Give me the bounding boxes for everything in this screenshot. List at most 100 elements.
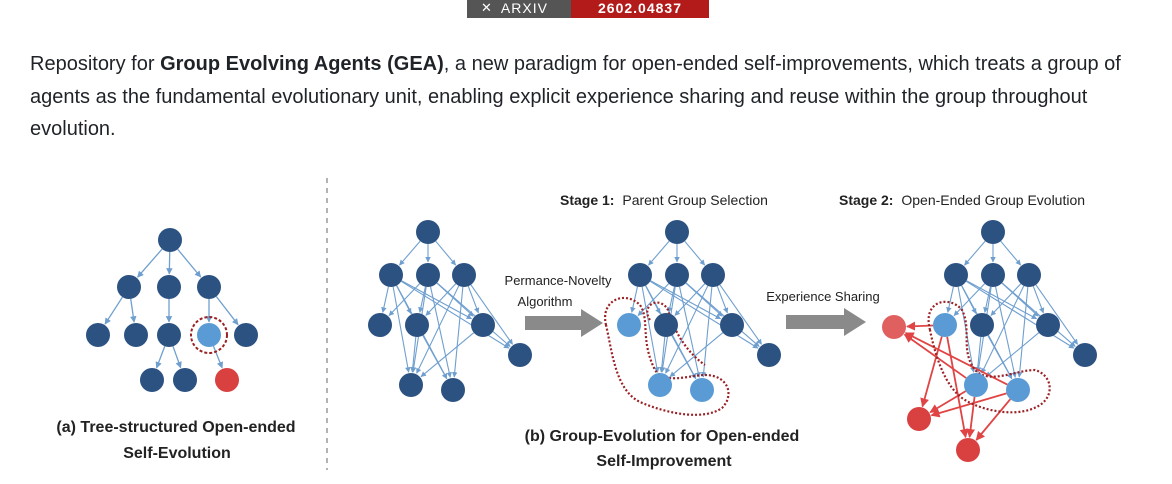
tree-node — [117, 275, 141, 299]
badge-value: 2602.04837 — [571, 0, 709, 18]
stage2-group-edge — [1016, 286, 1029, 378]
intro-suffix: , a new paradigm for open-ended self-imp… — [30, 53, 1121, 140]
parent-selection-arrow — [525, 309, 603, 337]
project-name: Group Evolving Agents (GEA) — [160, 53, 444, 75]
stage2-group-node — [933, 313, 957, 337]
stage1-group-edge — [659, 336, 666, 373]
tree-node — [197, 323, 221, 347]
stage2-group-node — [964, 373, 988, 397]
stage1-group-node — [757, 343, 781, 367]
group-initial-node — [416, 220, 440, 244]
stage2-group-edge — [975, 336, 982, 373]
stage2-group-node — [1006, 378, 1030, 402]
tree-node — [157, 323, 181, 347]
group-initial-edge — [425, 283, 457, 316]
stage1-group-edge — [665, 285, 709, 374]
arrow1-line1: Permance-Novelty — [505, 273, 612, 288]
stage1-group-edge — [684, 240, 706, 266]
experience-sharing-arrow — [786, 308, 866, 336]
stage2-group-edge — [965, 280, 1075, 349]
caption-a-line2: Self-Evolution — [123, 445, 231, 462]
experience-edge — [930, 392, 1007, 418]
gea-diagram: Stage 1: Parent Group Selection Stage 2:… — [56, 178, 1097, 470]
stage1-group-node — [690, 378, 714, 402]
group-initial-node — [452, 263, 476, 287]
experience-edge — [946, 336, 969, 439]
selected-node-outline — [190, 316, 228, 354]
tree-node — [140, 368, 164, 392]
stage2-group-edge — [1000, 240, 1022, 266]
stage1-group-edge — [630, 286, 638, 313]
stage1-group-node — [720, 313, 744, 337]
group-initial-node — [368, 313, 392, 337]
stage1-group-edge — [685, 282, 760, 347]
stage1-selection-outline-inner — [646, 301, 706, 366]
group-initial-node — [379, 263, 403, 287]
stage1-group-edge — [669, 332, 724, 378]
group-initial-edge — [416, 285, 460, 374]
gea-figure: Stage 1: Parent Group Selection Stage 2:… — [0, 170, 1172, 484]
stage2-group-edge — [987, 335, 1013, 380]
stage1-group-node — [628, 263, 652, 287]
stage2-selection-outline — [927, 300, 1051, 414]
arxiv-badge[interactable]: ✕ ARXIV 2602.04837 — [467, 0, 709, 18]
stage2-group-node — [1073, 343, 1097, 367]
experience-edge — [975, 398, 1012, 441]
tree-node — [234, 323, 258, 347]
stage1-group-node — [617, 313, 641, 337]
group-initial-edge — [470, 284, 513, 345]
stage2-group-edge — [990, 283, 1022, 316]
intro-prefix: Repository for — [30, 53, 161, 75]
stage2-group-node — [1036, 313, 1060, 337]
stage1-group-edge — [671, 335, 697, 380]
group-initial-edge — [451, 286, 464, 378]
group-initial-edge — [467, 286, 480, 314]
stage2-group-edge — [964, 240, 986, 266]
stage2-group-node — [981, 263, 1005, 287]
stage2-group-edge — [981, 285, 1025, 374]
stage1-group-edge — [648, 240, 670, 266]
caption-b-line1: (b) Group-Evolution for Open-ended — [525, 428, 800, 445]
stage2-group-edge — [1001, 282, 1076, 347]
stage2-group-edge — [1035, 284, 1078, 345]
stage1-group-edge — [674, 283, 706, 316]
group-initial-edge — [420, 332, 475, 378]
stage2-group-edge — [946, 286, 954, 313]
offspring-node — [956, 438, 980, 462]
group-initial-edge — [381, 286, 389, 313]
experience-edge — [920, 336, 943, 408]
tree-edge — [177, 248, 202, 278]
experience-edge — [903, 333, 967, 379]
intro-paragraph: Repository for Group Evolving Agents (GE… — [30, 48, 1140, 146]
group-initial-edge — [410, 336, 417, 373]
stage2-group-edge — [1032, 286, 1045, 314]
offspring-node — [907, 407, 931, 431]
stage1-group-node — [665, 263, 689, 287]
stage2-group-edge — [983, 286, 991, 313]
tree-edge — [172, 346, 182, 369]
group-initial-node — [399, 373, 423, 397]
tree-edge — [130, 298, 137, 323]
stage2-group-node — [981, 220, 1005, 244]
stage2-group-edge — [985, 332, 1040, 378]
tree-node — [124, 323, 148, 347]
stage1-group-edge — [700, 286, 713, 378]
stage2-group-node — [970, 313, 994, 337]
group-initial-node — [416, 263, 440, 287]
tree-node — [157, 275, 181, 299]
arxiv-icon: ✕ — [481, 0, 493, 15]
caption-a-line1: (a) Tree-structured Open-ended — [56, 419, 295, 436]
tree-node — [173, 368, 197, 392]
group-initial-node — [508, 343, 532, 367]
stage2-title: Stage 2: Open-Ended Group Evolution — [839, 192, 1085, 208]
stage1-group-edge — [641, 286, 660, 373]
group-initial-node — [471, 313, 495, 337]
group-initial-edge — [418, 286, 426, 313]
tree-edge — [104, 296, 124, 325]
tree-node — [158, 228, 182, 252]
stage1-group-node — [654, 313, 678, 337]
group-initial-edge — [435, 240, 457, 266]
stage1-group-node — [665, 220, 689, 244]
tree-edge — [155, 345, 166, 369]
stage1-group-edge — [649, 280, 759, 349]
